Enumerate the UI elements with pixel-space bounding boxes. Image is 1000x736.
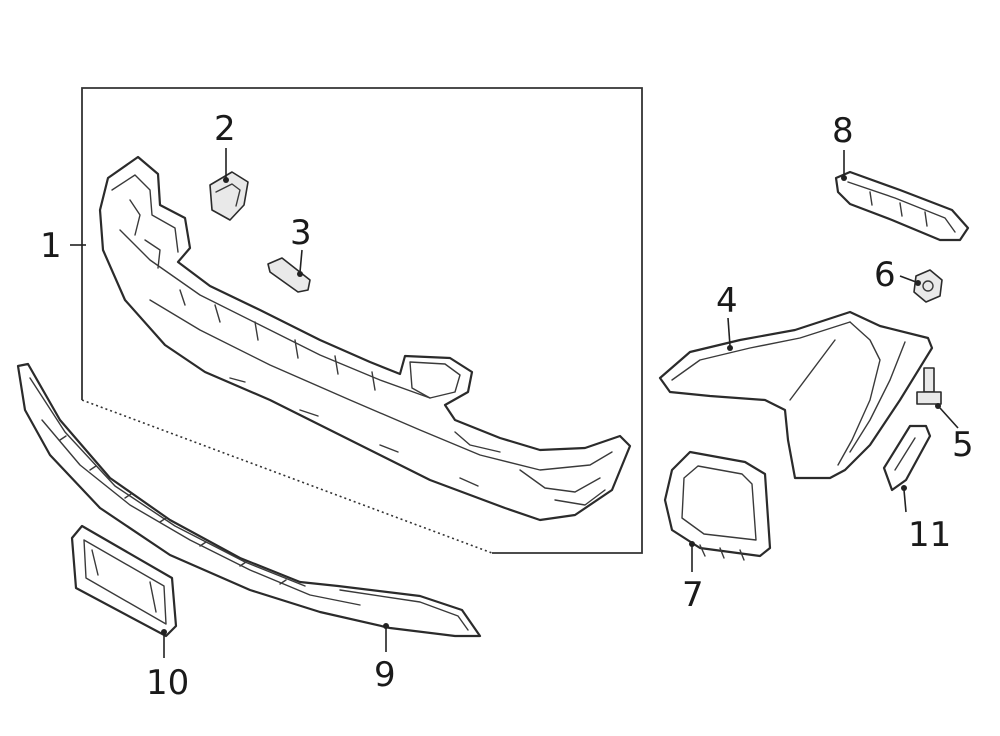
callout-6: 6 (874, 255, 896, 295)
callout-11: 11 (908, 515, 951, 555)
part-2-bracket (209, 171, 249, 221)
callout-labels: 1 2 3 4 5 6 7 8 9 10 11 (40, 109, 974, 703)
callout-2: 2 (214, 109, 236, 149)
part-10-license-bracket (70, 524, 178, 638)
part-6-nut (913, 269, 943, 303)
callout-7: 7 (682, 575, 704, 615)
part-8-side-bracket (834, 170, 970, 242)
callout-10: 10 (146, 663, 189, 703)
leader-lines (70, 148, 959, 658)
callout-3: 3 (290, 213, 312, 253)
part-9-lower-valance (16, 362, 482, 638)
callout-9: 9 (374, 655, 396, 695)
part-7-fog-bezel (663, 450, 772, 561)
callout-8: 8 (832, 111, 854, 151)
part-1-bumper-absorber (98, 155, 632, 522)
part-11-bracket (882, 424, 932, 492)
part-3-clip (267, 257, 311, 293)
callout-4: 4 (716, 281, 738, 321)
assembly-frame (81, 87, 643, 554)
callout-1: 1 (40, 226, 62, 266)
callout-5: 5 (952, 425, 974, 465)
part-4-corner-cover (658, 310, 934, 480)
part-5-bolt (916, 367, 942, 405)
